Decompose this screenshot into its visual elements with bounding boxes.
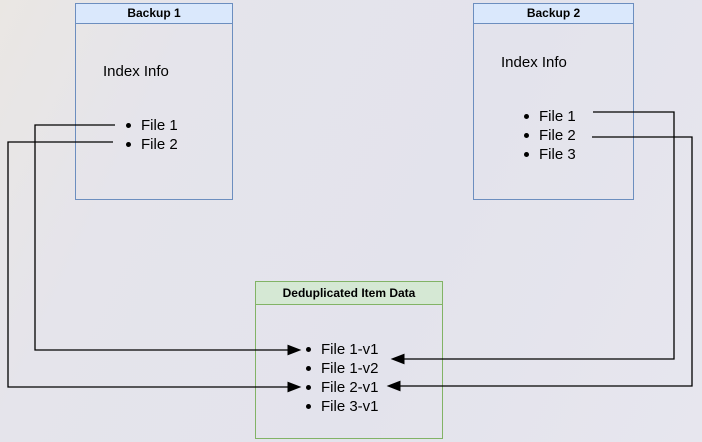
backup1-file-item: File 1	[126, 116, 178, 135]
dedup-file-item: File 2-v1	[306, 378, 379, 397]
dedup-box: Deduplicated Item Data File 1-v1 File 1-…	[255, 281, 443, 439]
backup1-file-item: File 2	[126, 135, 178, 154]
dedup-file-item: File 1-v1	[306, 340, 379, 359]
dedup-file-item: File 3-v1	[306, 397, 379, 416]
backup2-file-item: File 2	[524, 126, 576, 145]
backup2-file-item: File 3	[524, 145, 576, 164]
backup1-title: Backup 1	[76, 4, 232, 24]
dedup-file-list: File 1-v1 File 1-v2 File 2-v1 File 3-v1	[306, 340, 379, 416]
backup2-box: Backup 2 Index Info File 1 File 2 File 3	[473, 3, 634, 200]
backup2-file-list: File 1 File 2 File 3	[524, 107, 576, 164]
backup1-box: Backup 1 Index Info File 1 File 2	[75, 3, 233, 200]
dedup-title: Deduplicated Item Data	[256, 282, 442, 305]
backup1-index-info-label: Index Info	[103, 63, 169, 80]
backup2-file-item: File 1	[524, 107, 576, 126]
backup2-index-info-label: Index Info	[501, 54, 567, 71]
backup2-title: Backup 2	[474, 4, 633, 24]
dedup-file-item: File 1-v2	[306, 359, 379, 378]
backup1-file-list: File 1 File 2	[126, 116, 178, 154]
